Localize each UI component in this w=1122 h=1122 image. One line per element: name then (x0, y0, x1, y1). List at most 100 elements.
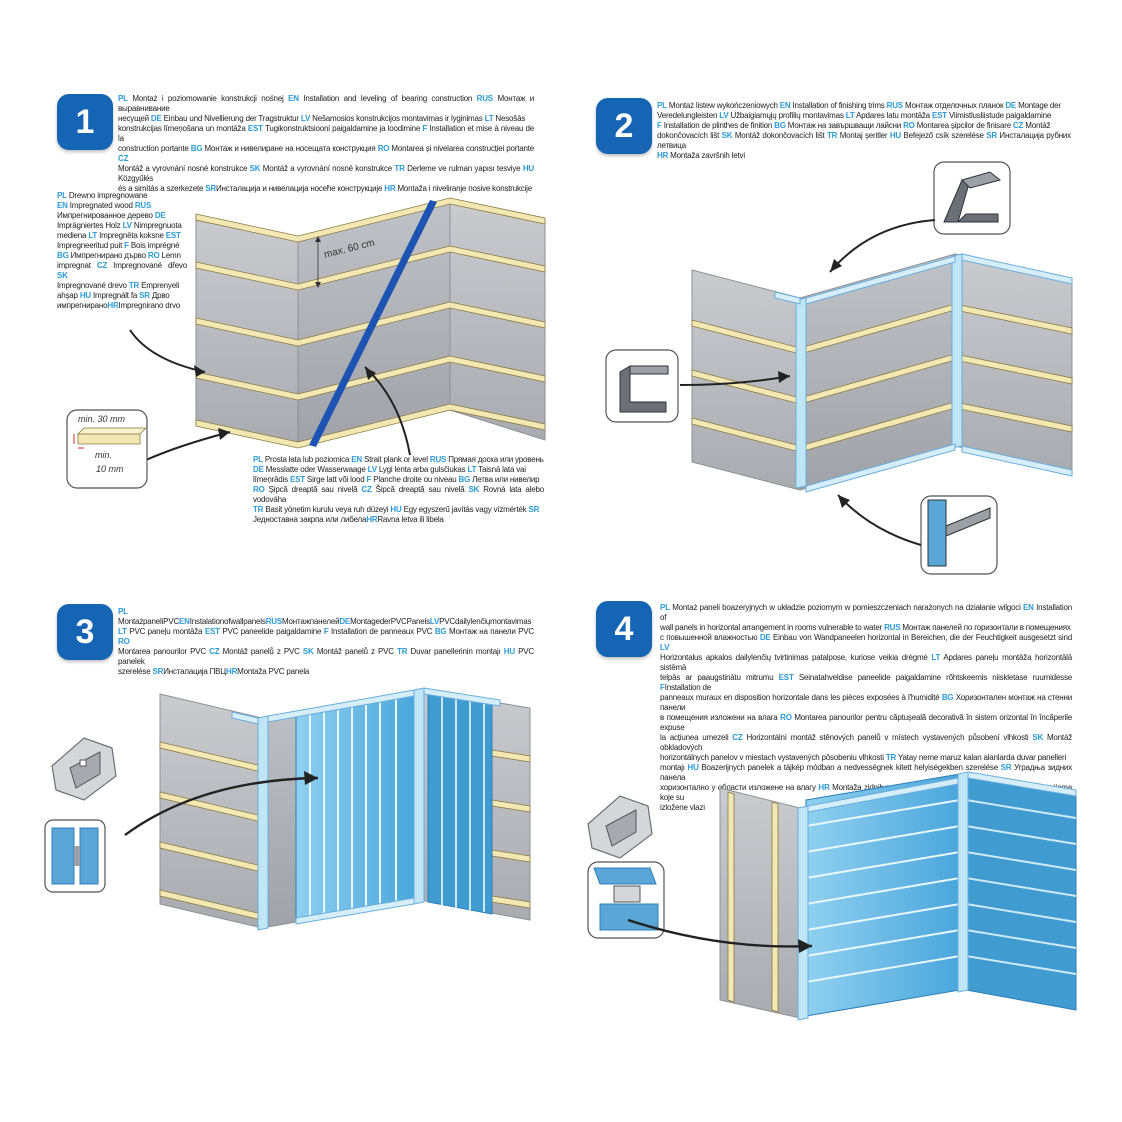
language-code: EST (778, 673, 794, 682)
language-code: TR (827, 131, 838, 140)
language-code: CZ (1012, 121, 1024, 130)
step-3-badge: 3 (57, 604, 113, 660)
instruction-text: konstrukcijas līmeņošana un montāža (118, 124, 248, 133)
instruction-text: Montaj şeritler (837, 131, 890, 140)
text-line: TR Basit yönetim kurulu veya ruh düzeyi … (253, 505, 544, 515)
text-line: PL Montaż i poziomowanie konstrukcji noś… (118, 94, 534, 114)
batten-dimension-inset (66, 409, 148, 489)
instruction-text: Bois imprégné (128, 241, 180, 250)
text-line: HR Montaža završnih letvi (657, 151, 1071, 161)
language-code: PL (57, 191, 67, 200)
text-line: несущей DE Einbau und Nivellierung der T… (118, 114, 534, 124)
language-code: F (660, 683, 665, 692)
instruction-text: Impregnated wood (67, 201, 135, 210)
instruction-text: Impregneeritud puit (57, 241, 125, 250)
language-code: EN (288, 94, 299, 103)
instruction-text: Installation of (660, 603, 1072, 622)
language-code: DE (339, 617, 351, 626)
language-code: BG (57, 251, 69, 260)
language-code: HR (384, 184, 396, 193)
instruction-text: Drewno impregnowane (66, 191, 148, 200)
text-line: szerelése SRИнсталација ПВЦHRMontaža PVC… (118, 667, 534, 677)
text-line: la acțiunea umezeli CZ Horizontální mont… (660, 733, 1072, 753)
language-code: PL (253, 455, 263, 464)
language-code: HR (366, 515, 378, 524)
instruction-text: Yatay neme maruz kalan alanlarda duvar p… (896, 753, 1067, 762)
language-code: SR (152, 667, 164, 676)
language-code: PL (660, 603, 670, 612)
instruction-text: Инсталација и нивелација носеће конструк… (216, 184, 385, 193)
instruction-text: Installation of finishing trims (790, 101, 887, 110)
instruction-text: Montaż i poziomowanie konstrukcji nośnej (127, 94, 289, 103)
min-thickness-label: 10 mm (96, 464, 124, 474)
language-code: HR (818, 783, 830, 792)
instruction-text: Egy egyszerű javítás vagy vízmérték (401, 505, 529, 514)
instruction-text: Montáž dokončovacích lišt (732, 131, 827, 140)
language-code: CZ (96, 261, 108, 270)
instruction-text: Инсталација рубних летвица (657, 131, 1071, 150)
instruction-text: szerelése (118, 667, 153, 676)
instruction-text: в помещения изложени на влага (660, 713, 781, 722)
language-code: PL (118, 607, 128, 616)
language-code: LV (300, 114, 311, 123)
text-line: Horizontalus apkalos dailylenčių tvirtin… (660, 653, 1072, 673)
language-code: SR (986, 131, 997, 140)
text-line: DE Messlatte oder Wasserwaage LV Lygi le… (253, 465, 544, 475)
instruction-text: Инсталација ПВЦ (163, 667, 227, 676)
text-line: EN Impregnated wood RUS (57, 201, 187, 211)
instruction-text: Instalationofwallpanels (189, 617, 266, 626)
language-code: LT (931, 653, 941, 662)
instruction-text: mediena (57, 231, 89, 240)
instruction-text: Veredelungleisten (657, 111, 720, 120)
language-code: HR (657, 151, 669, 160)
instruction-text: Монтаж отделочных планок (902, 101, 1006, 110)
text-line: RO Șipcă dreaptă sau nivelă CZ Šipcă dre… (253, 485, 544, 505)
language-code: PL (657, 101, 667, 110)
text-line: és a simítás a szerkezete SRИнсталација … (118, 184, 534, 194)
language-code: EST (165, 231, 181, 240)
language-code: HR (107, 301, 119, 310)
instruction-text: Montarea șipcilor de finisare (914, 121, 1013, 130)
instruction-text: montajı (660, 763, 688, 772)
straight-plank-label: PL Prosta łata lub poziomica EN Strait p… (253, 455, 544, 525)
step-2-badge: 2 (596, 98, 652, 154)
instruction-text: Installation de panneaux PVC (328, 627, 435, 636)
instruction-text: ahşap (57, 291, 80, 300)
instruction-text: Montarea panourilor PVC (118, 647, 210, 656)
text-line: Impregnované drevo TR Emprenyeli (57, 281, 187, 291)
instruction-text: Montáž a vyrovnání nosné konstrukce (118, 164, 250, 173)
language-code: SK (468, 485, 480, 494)
instruction-text: PVC paneļu montāža (126, 627, 205, 636)
instruction-text: Messlatte oder Wasserwaage (263, 465, 368, 474)
instruction-text: Installation de plinthes de finition (661, 121, 775, 130)
language-code: SR (1000, 763, 1012, 772)
language-code: EST (289, 475, 305, 484)
instruction-text: Imprägniertes Holz (57, 221, 123, 230)
instruction-text: Nešamosios konstrukcijos montavimas ir l… (310, 114, 485, 123)
language-code: CZ (361, 485, 372, 494)
language-code: LT (467, 465, 477, 474)
instruction-text: Montaż listew wykończeniowych (666, 101, 780, 110)
step-3-instruction: PL MontażpaneliPVCENInstalationofwallpan… (118, 607, 534, 677)
language-code: LV (660, 643, 670, 652)
language-code: TR (394, 164, 405, 173)
text-line: Импрегнированное дерево DE (57, 211, 187, 221)
instruction-text: Einbau und Nivellierung der Tragstruktur (161, 114, 301, 123)
language-code: RO (903, 121, 915, 130)
language-code: SK (1032, 733, 1044, 742)
min-label: min. (95, 450, 113, 460)
text-line: LT PVC paneļu montāža EST PVC paneelide … (118, 627, 534, 647)
language-code: DE (759, 633, 771, 642)
instruction-text: Apdares paneļu montāža horizontālā sistē… (660, 653, 1072, 672)
language-code: EST (204, 627, 220, 636)
language-code: EN (779, 101, 791, 110)
instruction-text: Horizontální montáž stěnových panelů v m… (742, 733, 1033, 742)
instruction-text: несущей (118, 114, 151, 123)
instruction-text: Nesošās (493, 114, 526, 123)
language-code: CZ (118, 154, 129, 163)
instruction-text: construction portante (118, 144, 191, 153)
language-code: F (323, 627, 329, 636)
instruction-text: MontagederPVCPanels (350, 617, 430, 626)
